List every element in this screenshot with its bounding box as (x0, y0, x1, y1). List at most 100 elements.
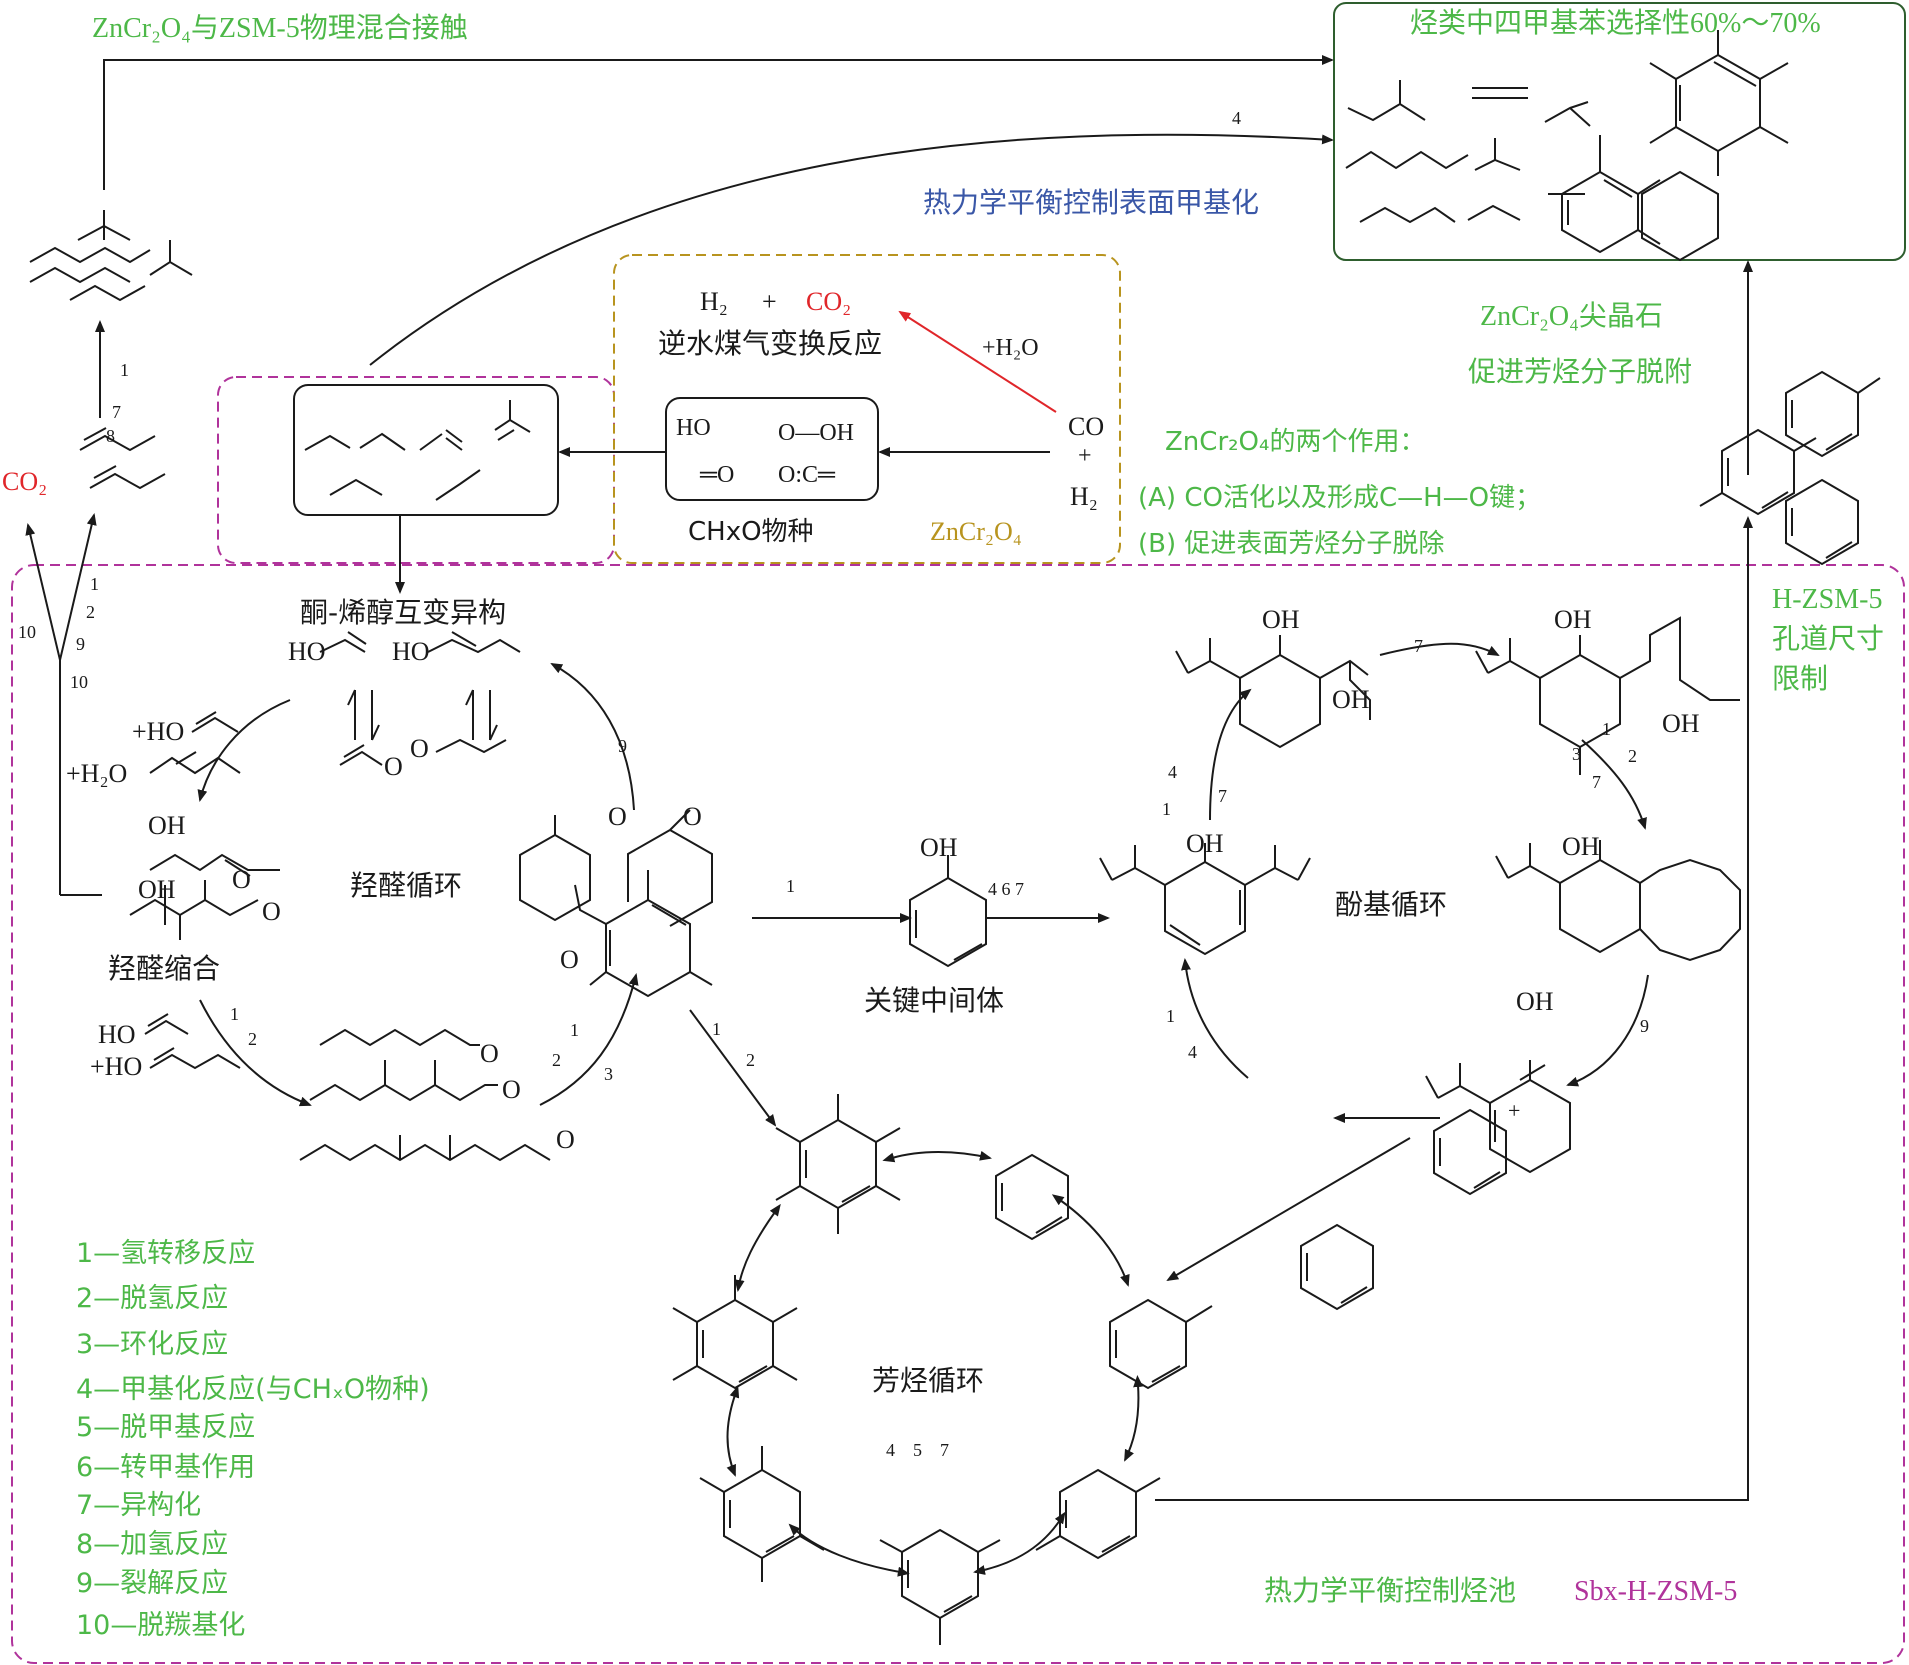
pore-line-2: 孔道尺寸 (1772, 622, 1884, 655)
aldol-add-1: +HO (132, 717, 184, 746)
arom-arrow-3 (1124, 1375, 1144, 1462)
phenol-right-down-arrow (1581, 739, 1647, 830)
product-box-title: 烃类中四甲基苯选择性60%～70% (1410, 7, 1821, 39)
legend-item: 6—转甲基作用 (76, 1452, 255, 1483)
spinel-line-1: ZnCr₂O₄尖晶石 (1480, 300, 1663, 332)
arom-arrow-6 (726, 1385, 740, 1477)
left-alkene (79, 427, 166, 490)
phenol-up-arrow (1209, 688, 1252, 821)
xylene (1035, 1468, 1161, 1560)
legend-item: 7—异构化 (76, 1490, 201, 1521)
aldol-hydroxy-skeletons (144, 1013, 241, 1070)
rwgs-arrow (898, 310, 1057, 413)
legend-item: 9—裂解反应 (76, 1568, 228, 1599)
left-num-2: 2 (86, 602, 95, 622)
aldol-condensation-label: 羟醛缩合 (108, 952, 220, 985)
keto-ho-1: HO (288, 637, 326, 666)
co-plus: + (1078, 443, 1092, 469)
aromatic-to-keto-arrow (550, 663, 635, 811)
oxygenate-region (217, 376, 615, 564)
phenol-oh-3: OH (1554, 605, 1592, 634)
benzene-ring-3 (995, 1153, 1069, 1241)
phenol-oh-2: OH (1262, 605, 1300, 634)
benzene-ring-2 (1300, 1223, 1374, 1311)
chxo-int-2: O—OH (778, 420, 854, 446)
hzsm5-region (11, 564, 1905, 1664)
keto-to-aldol-arrow (197, 699, 291, 802)
contact-label: ZnCr₂O₄与ZSM-5物理混合接触 (92, 12, 468, 44)
mesitylene (879, 1528, 1001, 1645)
phenol-num-7-top: 7 (1414, 636, 1423, 656)
phenol-oh-5: OH (1516, 987, 1554, 1016)
co-label: CO (1068, 412, 1104, 441)
roles-b: (B) 促进表面芳烃分子脱除 (1138, 529, 1444, 559)
left-co2: CO₂ (2, 467, 47, 496)
aldol-num-1b: 1 (570, 1020, 579, 1040)
left-num-9: 9 (76, 634, 85, 654)
left-num-8: 8 (106, 426, 115, 446)
aldol-num-1a: 1 (230, 1004, 239, 1024)
chxo-label: CHxO物种 (688, 517, 814, 547)
center-num-2-down: 2 (746, 1050, 755, 1070)
hexamethylbenzene (775, 1094, 901, 1234)
xylene-exit-arrow (1155, 516, 1753, 1501)
phenol-cycle-label: 酚基循环 (1335, 888, 1447, 921)
aldol-num-2a: 2 (248, 1029, 257, 1049)
spinel-line-2: 促进芳烃分子脱附 (1468, 355, 1692, 388)
oxygenates (304, 400, 531, 501)
rwgs-name: 逆水煤气变换反应 (658, 327, 882, 360)
polyene-o-3: O (556, 1125, 575, 1154)
aldehyde-to-hexamethyl-arrow (689, 1009, 777, 1127)
key-oh: OH (920, 833, 958, 862)
spinel-catalyst-label: ZnCr₂O₄ (930, 517, 1022, 546)
polyene-o-1: O (480, 1039, 499, 1068)
left-co2-arrow (25, 523, 61, 661)
reaction-legend: 1—氢转移反应 2—脱氢反应 3—环化反应 4—甲基化反应(与CHₓO物种) 5… (76, 1238, 430, 1641)
left-alkene-arrow (59, 513, 97, 661)
arom-arrow-7 (734, 1203, 781, 1292)
left-alkane-stack (29, 210, 193, 302)
phenol-num-7-right: 7 (1592, 772, 1601, 792)
polyene-o-2: O (502, 1075, 521, 1104)
keto-ho-2: HO (392, 637, 430, 666)
left-num-1b: 1 (90, 574, 99, 594)
left-num-10a: 10 (18, 622, 36, 642)
phenol-oh-4: OH (1562, 832, 1600, 861)
phenol-top-arrow (1379, 642, 1500, 656)
phenol-oh-1: OH (1186, 829, 1224, 858)
arrow-label-4-top: 4 (1232, 108, 1241, 128)
aldol-to-polyene-arrow (199, 999, 312, 1107)
pentamethylbenzene (672, 1275, 798, 1390)
pore-line-1: H-ZSM-5 (1772, 584, 1882, 615)
rwgs-co2: CO₂ (806, 287, 851, 316)
keto-o-1: O (384, 752, 403, 781)
phenol-num-1-left: 1 (1162, 799, 1171, 819)
thermo-pool-label: 热力学平衡控制烃池 (1264, 1574, 1516, 1607)
rwgs-h2: H₂ (700, 287, 728, 316)
phenol-num-1-right: 1 (1602, 719, 1611, 739)
phenol-num-3-right: 3 (1572, 744, 1581, 764)
aromatic-cycle-label: 芳烃循环 (872, 1364, 984, 1397)
ketone-o-3: O (560, 945, 579, 974)
aromatic-cycle-nums: 4 5 7 (886, 1440, 949, 1460)
tetramethylbenzene (699, 1446, 825, 1582)
benzene-to-toluene-arrow (1166, 1137, 1411, 1282)
legend-item: 4—甲基化反应(与CHₓO物种) (76, 1374, 430, 1405)
product-aromatics (1641, 30, 1789, 262)
phenol-plus: + (1508, 1098, 1520, 1123)
center-nums: 4 6 7 (988, 879, 1024, 899)
aldol-add-2: +H₂O (66, 759, 127, 788)
aldol-num-3b: 3 (604, 1064, 613, 1084)
phenol-num-4-lower: 4 (1188, 1042, 1197, 1062)
spinel-region (613, 254, 1121, 564)
left-num-10b: 10 (70, 672, 88, 692)
legend-item: 2—脱氢反应 (76, 1283, 228, 1314)
aldol-o-mid: O (262, 897, 281, 926)
key-intermediate-label: 关键中间体 (864, 984, 1004, 1017)
keto-o-2: O (410, 734, 429, 763)
rwgs-h2o: +H₂O (982, 335, 1039, 361)
aldol-ho-b: +HO (90, 1052, 142, 1081)
roles-a: (A) CO活化以及形成C—H—O键； (1138, 483, 1541, 513)
product-box (1333, 2, 1906, 261)
roles-title: ZnCr₂O₄的两个作用： (1165, 427, 1425, 457)
